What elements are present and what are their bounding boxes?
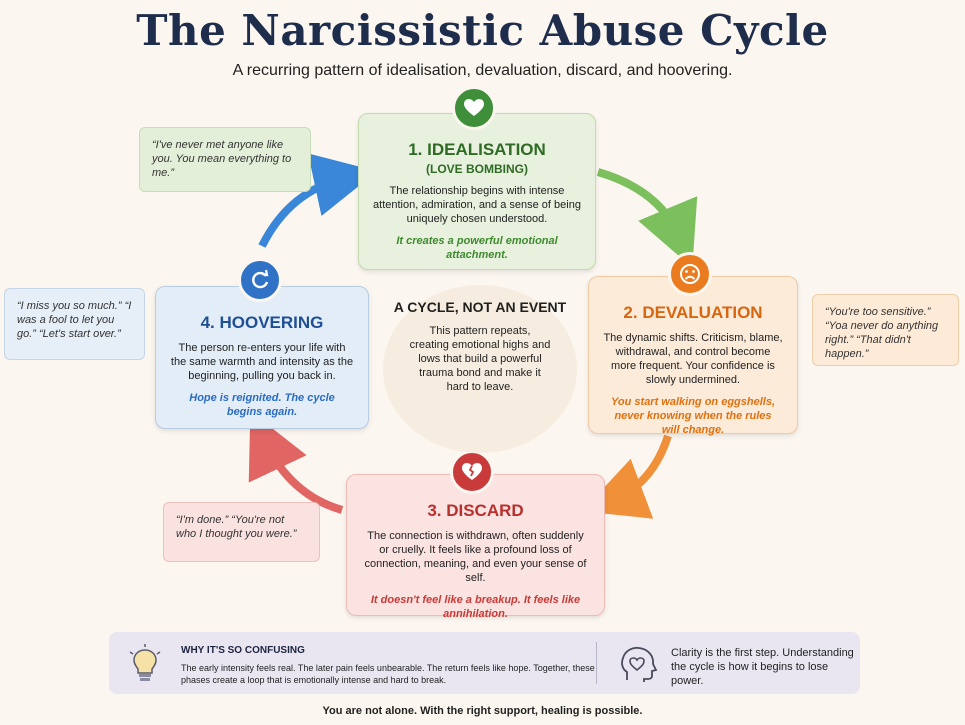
stage-idealisation-subheading: (LOVE BOMBING)	[426, 162, 528, 176]
refresh-cycle-icon	[238, 258, 282, 302]
stage-devaluation-body: The dynamic shifts. Criticism, blame, wi…	[603, 332, 783, 386]
page-subtitle: A recurring pattern of idealisation, dev…	[232, 62, 733, 79]
stage-discard-note: It doesn't feel like a breakup. It feels…	[370, 594, 581, 620]
stage-discard-heading: 3. DISCARD	[427, 501, 524, 520]
broken-heart-icon	[450, 450, 494, 494]
stage-idealisation-note: It creates a powerful emotional attachme…	[396, 235, 558, 261]
head-heart-icon	[621, 646, 658, 682]
stage-discard-body: The connection is withdrawn, often sudde…	[364, 530, 587, 584]
panel-divider	[596, 642, 597, 684]
center-body: This pattern repeats, creating emotional…	[409, 325, 551, 393]
arrow-devaluation-to-discard	[582, 434, 672, 519]
arrow-hoovering-to-idealisation	[258, 153, 378, 248]
stage-idealisation-heading: 1. IDEALISATION	[408, 140, 546, 159]
stage-idealisation: 1. IDEALISATION (LOVE BOMBING) The relat…	[358, 113, 596, 270]
page-title: The Narcissistic Abuse Cycle	[136, 6, 829, 55]
stage-discard: 3. DISCARD The connection is withdrawn, …	[346, 474, 605, 620]
why-confusing-title: WHY IT'S SO CONFUSING	[181, 645, 305, 656]
stage-devaluation-note: You start walking on eggshells, never kn…	[610, 396, 775, 436]
sad-face-icon	[668, 252, 712, 296]
stage-devaluation: 2. DEVALUATION The dynamic shifts. Criti…	[588, 276, 798, 436]
quote-hoovering: “I miss you so much.” “I was a fool to l…	[4, 288, 145, 360]
stage-hoovering-body: The person re-enters your life with the …	[170, 342, 354, 382]
quote-discard: “I'm done.” “You're not who I thought yo…	[163, 502, 320, 562]
stage-devaluation-heading: 2. DEVALUATION	[623, 303, 763, 322]
why-confusing-text: The early intensity feels real. The late…	[181, 663, 595, 685]
center-cycle-note: A CYCLE, NOT AN EVENT This pattern repea…	[383, 285, 577, 453]
heart-icon	[452, 86, 496, 130]
bottom-info-panel: WHY IT'S SO CONFUSING The early intensit…	[109, 632, 860, 694]
lightbulb-icon	[129, 644, 161, 681]
arrow-idealisation-to-devaluation	[596, 168, 698, 268]
stage-hoovering: 4. HOOVERING The person re-enters your l…	[155, 286, 369, 429]
quote-idealisation: “I've never met anyone like you. You mea…	[139, 127, 311, 192]
footer-message: You are not alone. With the right suppor…	[322, 705, 643, 717]
quote-devaluation: “You're too sensitive.” “Yoa never do an…	[812, 294, 959, 366]
stage-hoovering-heading: 4. HOOVERING	[200, 313, 324, 332]
stage-idealisation-body: The relationship begins with intense att…	[373, 185, 581, 225]
center-heading: A CYCLE, NOT AN EVENT	[393, 299, 567, 315]
stage-hoovering-note: Hope is reignited. The cycle begins agai…	[189, 392, 335, 418]
clarity-text: Clarity is the first step. Understanding…	[671, 647, 854, 687]
arrow-discard-to-hoovering	[248, 411, 344, 514]
